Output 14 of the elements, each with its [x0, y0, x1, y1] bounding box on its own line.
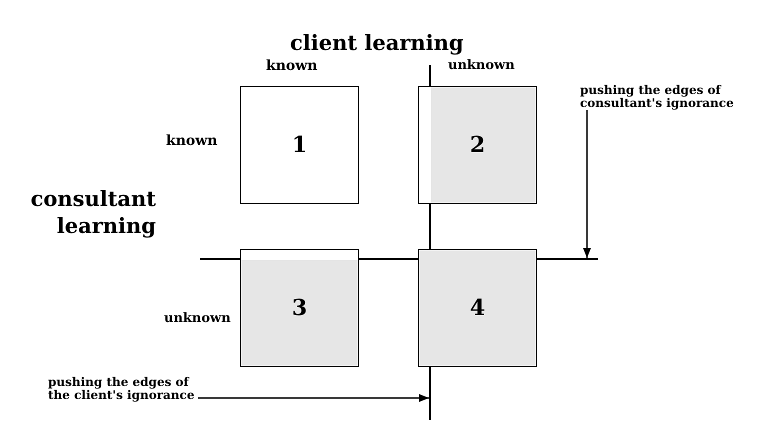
arrow: [198, 394, 429, 402]
column-header: known: [266, 58, 318, 74]
quadrant-box: 2: [418, 86, 537, 204]
arrow: [583, 110, 591, 258]
quadrant-box: 4: [418, 249, 537, 367]
note-text: pushing the edges of the client's ignorance: [48, 376, 198, 402]
note-text: pushing the edges of consultant's ignorance: [580, 84, 750, 110]
title: client learning: [290, 30, 464, 55]
quadrant-box: 3: [240, 249, 359, 367]
axis-title: consultant learning: [30, 185, 156, 239]
row-header: known: [166, 133, 218, 149]
row-header: unknown: [164, 311, 231, 326]
column-header: unknown: [448, 58, 515, 73]
quadrant-box: 1: [240, 86, 359, 204]
